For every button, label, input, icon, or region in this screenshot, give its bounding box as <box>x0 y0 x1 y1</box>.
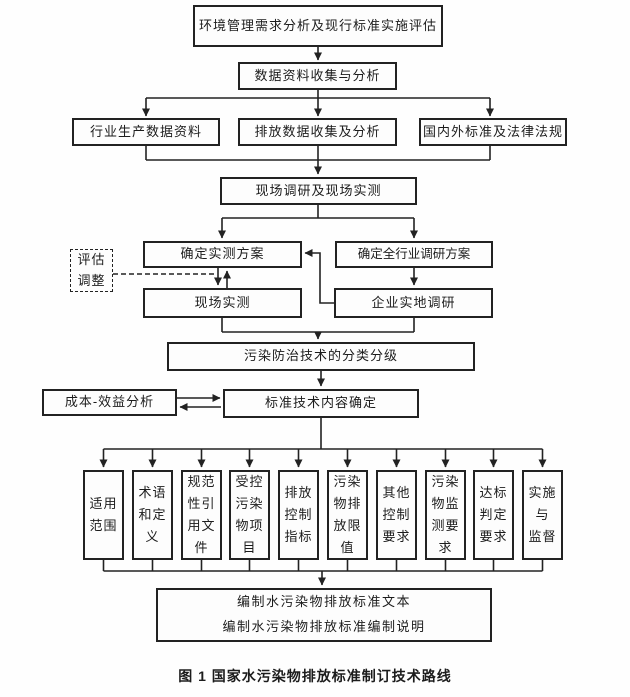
node-cost-benefit: 成本-效益分析 <box>42 389 177 416</box>
node-tech-classify: 污染防治技术的分类分级 <box>167 342 475 371</box>
node-emission-data: 排放数据收集及分析 <box>238 118 397 146</box>
node-site-survey: 现场调研及现场实测 <box>220 177 417 205</box>
node-col-control-indicators: 排放 控制 指标 <box>278 470 319 560</box>
node-eval-adjust: 评估 调整 <box>70 249 113 292</box>
node-data-collection: 数据资料收集与分析 <box>238 62 397 90</box>
node-col-terms: 术语 和定 义 <box>132 470 173 560</box>
node-col-compliance-judgement: 达标 判定 要求 <box>473 470 514 560</box>
node-field-measure: 现场实测 <box>143 288 302 318</box>
node-col-monitoring-requirements: 污染 物监 测要 求 <box>425 470 466 560</box>
node-col-other-requirements: 其他 控制 要求 <box>376 470 417 560</box>
node-col-implementation-supervision: 实施 与 监督 <box>522 470 563 560</box>
node-col-controlled-pollutants: 受控 污染 物项 目 <box>229 470 270 560</box>
node-content-determine: 标准技术内容确定 <box>223 389 419 418</box>
node-industry-plan: 确定全行业调研方案 <box>335 241 493 268</box>
figure-caption: 图 1 国家水污染物排放标准制订技术路线 <box>178 668 452 684</box>
node-col-emission-limits: 污染 物排 放限 值 <box>327 470 368 560</box>
node-measure-plan: 确定实测方案 <box>143 241 302 268</box>
node-env-management-needs: 环境管理需求分析及现行标准实施评估 <box>193 5 443 47</box>
node-enterprise-survey: 企业实地调研 <box>334 288 493 318</box>
node-col-normative-refs: 规范 性引 用文 件 <box>181 470 222 560</box>
node-standards-laws: 国内外标准及法律法规 <box>419 118 567 146</box>
final-line-standard-text: 编制水污染物排放标准文本 <box>236 594 411 610</box>
node-final-outputs: 编制水污染物排放标准文本 编制水污染物排放标准编制说明 <box>156 588 492 642</box>
final-line-compilation-notes: 编制水污染物排放标准编制说明 <box>222 619 426 634</box>
node-industry-production-data: 行业生产数据资料 <box>72 118 220 146</box>
node-col-scope: 适用 范围 <box>83 470 124 560</box>
